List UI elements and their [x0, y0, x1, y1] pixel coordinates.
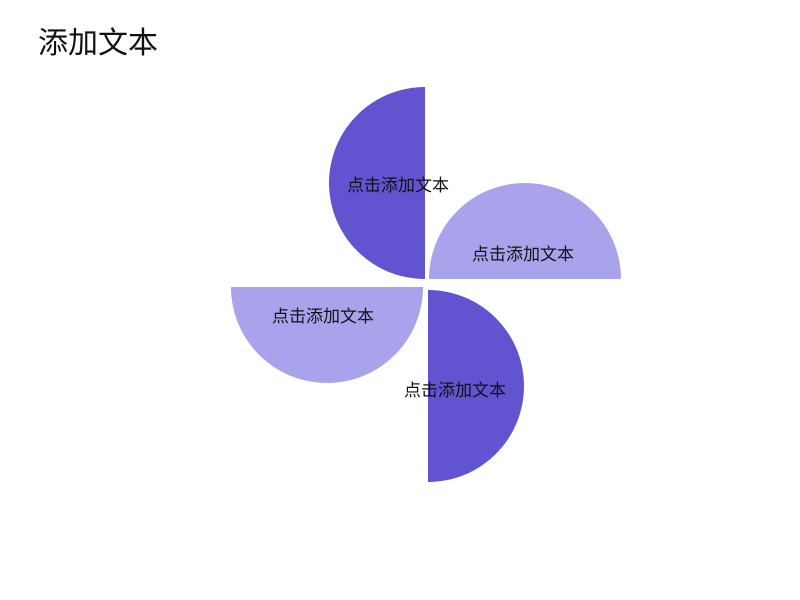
petal-left[interactable]: [231, 287, 423, 383]
petal-top[interactable]: [329, 87, 425, 279]
slide-title[interactable]: 添加文本: [38, 26, 158, 61]
petal-bottom-label[interactable]: 点击添加文本: [404, 381, 506, 401]
petal-top-label[interactable]: 点击添加文本: [347, 176, 449, 196]
petal-bottom[interactable]: [428, 290, 524, 482]
petal-right[interactable]: [429, 183, 621, 279]
petal-left-label[interactable]: 点击添加文本: [272, 307, 374, 327]
petal-right-label[interactable]: 点击添加文本: [472, 245, 574, 265]
